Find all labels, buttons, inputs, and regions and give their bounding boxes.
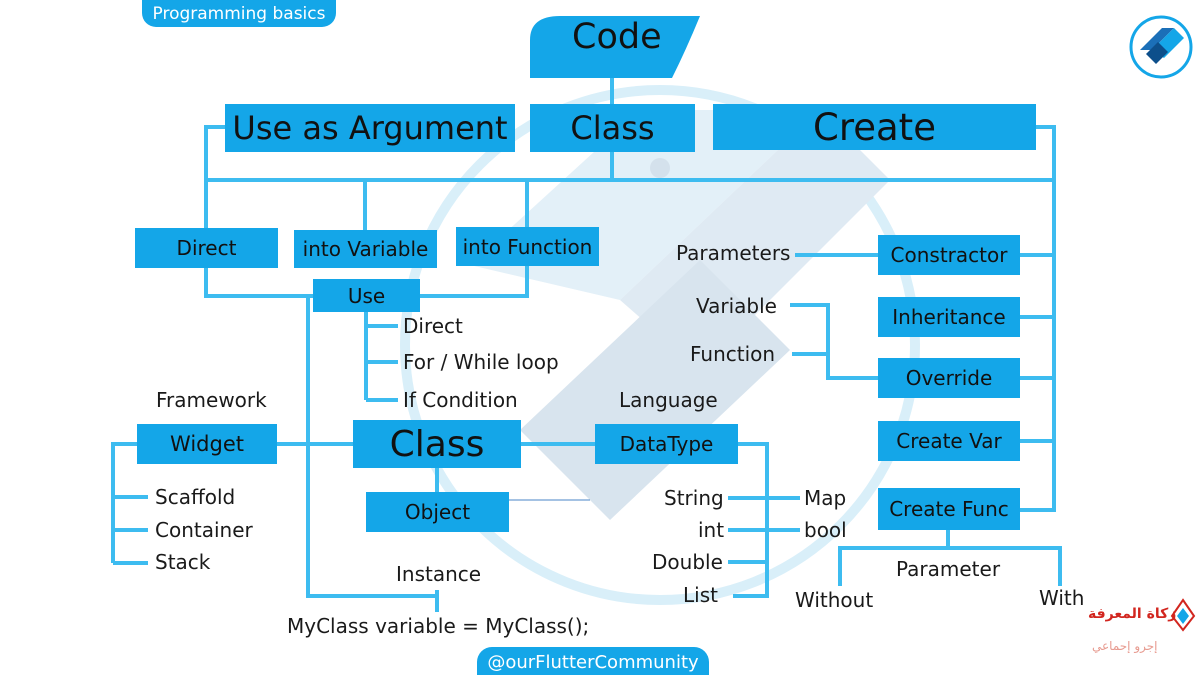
brand-arabic-logo-icon <box>1170 598 1196 632</box>
variable-to-override <box>790 303 878 380</box>
constructor-node[interactable]: Constractor <box>878 235 1020 275</box>
language-label: Language <box>619 388 718 412</box>
override-node[interactable]: Override <box>878 358 1020 398</box>
code-line-label: MyClass variable = MyClass(); <box>287 614 590 638</box>
widget-node[interactable]: Widget <box>137 424 277 464</box>
datatype-node[interactable]: DataType <box>595 424 738 464</box>
into-function-node[interactable]: into Function <box>456 227 599 266</box>
container-label: Container <box>155 518 253 542</box>
brand-arabic-title: زكاة المعرفة <box>1088 606 1177 622</box>
parameter-label: Parameter <box>896 557 1001 581</box>
class-center-node[interactable]: Class <box>353 420 521 468</box>
footer-handle-tag[interactable]: @ourFlutterCommunity <box>477 647 709 675</box>
use-direct-label: Direct <box>403 314 463 338</box>
brand-arabic-subtitle: إجرو إحماعي <box>1092 639 1158 653</box>
datatype-list-line <box>733 442 769 598</box>
variable-label: Variable <box>696 294 777 318</box>
create-node[interactable]: Create <box>713 104 1036 150</box>
class-top-node[interactable]: Class <box>530 104 695 152</box>
inheritance-node[interactable]: Inheritance <box>878 297 1020 337</box>
use-as-argument-node[interactable]: Use as Argument <box>225 104 515 152</box>
watermark-ring <box>400 85 920 605</box>
double-label: Double <box>652 550 723 574</box>
parameters-label: Parameters <box>676 241 791 265</box>
scaffold-label: Scaffold <box>155 485 236 509</box>
direct-node[interactable]: Direct <box>135 228 278 268</box>
create-var-node[interactable]: Create Var <box>878 421 1020 461</box>
with-label: With <box>1039 586 1085 610</box>
create-func-node[interactable]: Create Func <box>878 488 1020 530</box>
programming-basics-tag: Programming basics <box>142 0 336 27</box>
watermark-dot <box>650 158 670 178</box>
brand-logo-icon <box>1129 15 1193 79</box>
variable-path-line <box>306 296 437 598</box>
use-node[interactable]: Use <box>313 279 420 312</box>
if-condition-label: If Condition <box>403 388 518 412</box>
code-title: Code <box>572 17 662 57</box>
function-label: Function <box>690 342 776 366</box>
string-label: String <box>664 486 724 510</box>
for-while-loop-label: For / While loop <box>403 350 559 374</box>
connectors <box>111 78 1062 612</box>
into-variable-node[interactable]: into Variable <box>294 230 437 268</box>
list-label: List <box>683 583 718 607</box>
bool-label: bool <box>804 518 847 542</box>
widget-list-line <box>111 442 137 563</box>
object-node[interactable]: Object <box>366 492 509 532</box>
without-label: Without <box>795 588 874 612</box>
code-tab-shape <box>530 16 700 78</box>
parameter-branch-line <box>838 546 1062 586</box>
direct-to-use-line <box>204 268 313 298</box>
map-label: Map <box>804 486 847 510</box>
stack-label: Stack <box>155 550 211 574</box>
int-label: int <box>698 518 725 542</box>
instance-label: Instance <box>396 562 482 586</box>
watermark-chevron-bottom <box>520 260 790 520</box>
use-as-argument-side-line <box>204 125 225 228</box>
into-function-to-use-line <box>420 266 529 298</box>
framework-label: Framework <box>156 388 267 412</box>
